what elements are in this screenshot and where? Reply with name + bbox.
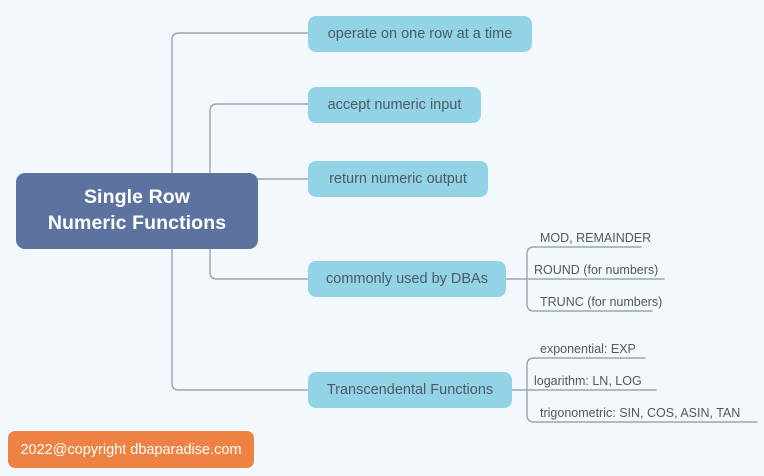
branch-node-operate-on-one-row[interactable]: operate on one row at a time bbox=[308, 16, 532, 52]
leaf-item-label: ROUND (for numbers) bbox=[534, 263, 659, 277]
leaf-item-mod-remainder[interactable]: MOD, REMAINDER bbox=[534, 231, 655, 248]
branch-node-label: operate on one row at a time bbox=[327, 26, 513, 42]
connector-root-to-branch-4 bbox=[209, 247, 309, 280]
branch-node-accept-numeric-input[interactable]: accept numeric input bbox=[308, 87, 481, 123]
copyright-badge[interactable]: 2022@copyright dbaparadise.com bbox=[8, 431, 254, 468]
branch-node-return-numeric-output[interactable]: return numeric output bbox=[308, 161, 488, 197]
leaf-item-trigonometric[interactable]: trigonometric: SIN, COS, ASIN, TAN bbox=[534, 406, 744, 423]
leaf-item-label: TRUNC (for numbers) bbox=[540, 295, 663, 309]
connector-root-to-branch-1 bbox=[171, 32, 309, 174]
leaf-item-label: MOD, REMAINDER bbox=[540, 231, 652, 245]
leaf-item-trunc[interactable]: TRUNC (for numbers) bbox=[534, 295, 666, 312]
root-node-line-1: Single Row bbox=[83, 186, 191, 209]
leaf-item-label: exponential: EXP bbox=[540, 342, 636, 356]
branch-node-label: commonly used by DBAs bbox=[326, 271, 488, 287]
copyright-label: 2022@copyright dbaparadise.com bbox=[20, 441, 242, 458]
root-node[interactable]: Single Row Numeric Functions bbox=[16, 173, 258, 249]
branch-node-label: return numeric output bbox=[329, 171, 467, 187]
branch-node-label: Transcendental Functions bbox=[326, 382, 494, 398]
branch-node-transcendental-functions[interactable]: Transcendental Functions bbox=[308, 372, 512, 408]
connector-root-to-branch-5 bbox=[171, 247, 309, 391]
leaf-item-label: trigonometric: SIN, COS, ASIN, TAN bbox=[540, 406, 741, 420]
leaf-item-round[interactable]: ROUND (for numbers) bbox=[528, 263, 662, 280]
leaf-item-label: logarithm: LN, LOG bbox=[534, 374, 642, 388]
root-node-line-2: Numeric Functions bbox=[47, 212, 227, 234]
leaf-item-exponential[interactable]: exponential: EXP bbox=[534, 342, 640, 359]
leaf-item-logarithm[interactable]: logarithm: LN, LOG bbox=[528, 374, 646, 391]
connector-root-to-branch-2 bbox=[209, 103, 309, 174]
branch-node-label: accept numeric input bbox=[327, 97, 462, 113]
branch-node-commonly-used-by-dbas[interactable]: commonly used by DBAs bbox=[308, 261, 506, 297]
root-node-text: Single Row Numeric Functions bbox=[48, 185, 226, 236]
